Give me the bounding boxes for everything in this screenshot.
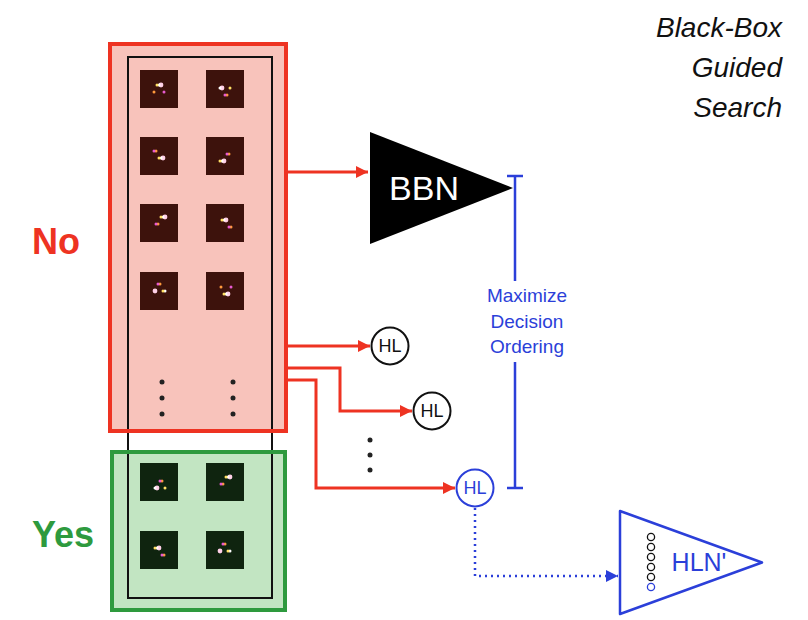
thumbnail-spot bbox=[230, 286, 233, 289]
thumbnail-spot bbox=[163, 91, 166, 94]
thumbnail bbox=[206, 463, 244, 501]
thumbnail-spot bbox=[158, 157, 161, 160]
data-arrow bbox=[288, 345, 370, 348]
thumbnail-spot bbox=[228, 226, 231, 229]
yes-region-fill bbox=[112, 452, 285, 610]
data-arrow bbox=[288, 368, 412, 411]
selected-hypothesis-circle: HL bbox=[455, 468, 495, 508]
data-arrow bbox=[288, 171, 368, 174]
yes-set-box: Yes bbox=[110, 450, 287, 612]
thumbnail-spot bbox=[218, 549, 223, 554]
node-label: HL bbox=[412, 402, 452, 420]
thumbnail-spot bbox=[219, 87, 222, 90]
thumbnail-spot bbox=[223, 293, 226, 296]
neuron bbox=[647, 583, 654, 590]
thumbnail-spot bbox=[155, 223, 158, 226]
thumbnail-spot bbox=[157, 283, 160, 286]
thumbnail-spot bbox=[153, 150, 156, 153]
thumbnail-spot bbox=[220, 286, 223, 289]
image-thumbnails bbox=[140, 70, 244, 569]
thumbnail-spot bbox=[227, 550, 230, 553]
set-heading: No bbox=[32, 224, 80, 260]
neuron bbox=[647, 533, 654, 540]
thumbnail bbox=[140, 531, 178, 569]
thumbnail-spot bbox=[159, 480, 162, 483]
thumbnail bbox=[140, 137, 178, 175]
thumbnail bbox=[206, 137, 244, 175]
thumbnail bbox=[140, 204, 178, 242]
thumbnail-spot bbox=[154, 487, 157, 490]
no-region-fill bbox=[110, 44, 286, 431]
objective-label: Maximize Decision Ordering bbox=[465, 281, 589, 362]
data-arrow bbox=[288, 380, 455, 488]
thumbnail-spot bbox=[225, 476, 228, 479]
triangle-shape bbox=[370, 132, 513, 244]
node-label: HL bbox=[455, 479, 495, 497]
triangle-shape bbox=[620, 511, 762, 614]
thumbnail-spot bbox=[160, 216, 163, 219]
neuron bbox=[647, 543, 654, 550]
hypothesis-circle: HL bbox=[370, 326, 410, 366]
black-box-network: BBN bbox=[368, 130, 515, 246]
hypothesis-circle: HL bbox=[412, 391, 452, 431]
thumbnail-spot bbox=[220, 483, 223, 486]
figure-title: Black-Box Guided Search bbox=[618, 8, 782, 128]
node-label: BBN bbox=[376, 171, 472, 205]
thumbnail bbox=[206, 531, 244, 569]
no-set-box: No bbox=[108, 42, 288, 433]
thumbnail-spot bbox=[224, 94, 227, 97]
neuron bbox=[647, 563, 654, 570]
thumbnail bbox=[140, 70, 178, 108]
thumbnail-spot bbox=[153, 289, 158, 294]
thumbnail-spot bbox=[222, 543, 225, 546]
thumbnail bbox=[140, 463, 178, 501]
dotted-arrow bbox=[475, 508, 618, 576]
node-label: HL bbox=[370, 337, 410, 355]
thumbnail-spot bbox=[226, 153, 229, 156]
thumbnail bbox=[206, 204, 244, 242]
thumbnail bbox=[140, 272, 178, 310]
thumbnail-spot bbox=[219, 160, 222, 163]
thumbnail-spot bbox=[221, 219, 224, 222]
thumbnail bbox=[206, 272, 244, 310]
thumbnail-spot bbox=[229, 87, 232, 90]
thumbnail-spot bbox=[162, 290, 165, 293]
hypothesis-network: HLN' bbox=[618, 509, 764, 616]
node-label: HLN' bbox=[664, 550, 734, 575]
thumbnail-spot bbox=[153, 91, 156, 94]
neuron bbox=[647, 573, 654, 580]
thumbnail bbox=[206, 70, 244, 108]
thumbnail-spot bbox=[164, 487, 167, 490]
thumbnail-spot bbox=[156, 84, 159, 87]
thumbnail-spot bbox=[161, 554, 164, 557]
set-heading: Yes bbox=[32, 517, 94, 553]
thumbnail-spot bbox=[154, 547, 157, 550]
dataset-outline bbox=[128, 57, 272, 598]
neuron bbox=[647, 553, 654, 560]
